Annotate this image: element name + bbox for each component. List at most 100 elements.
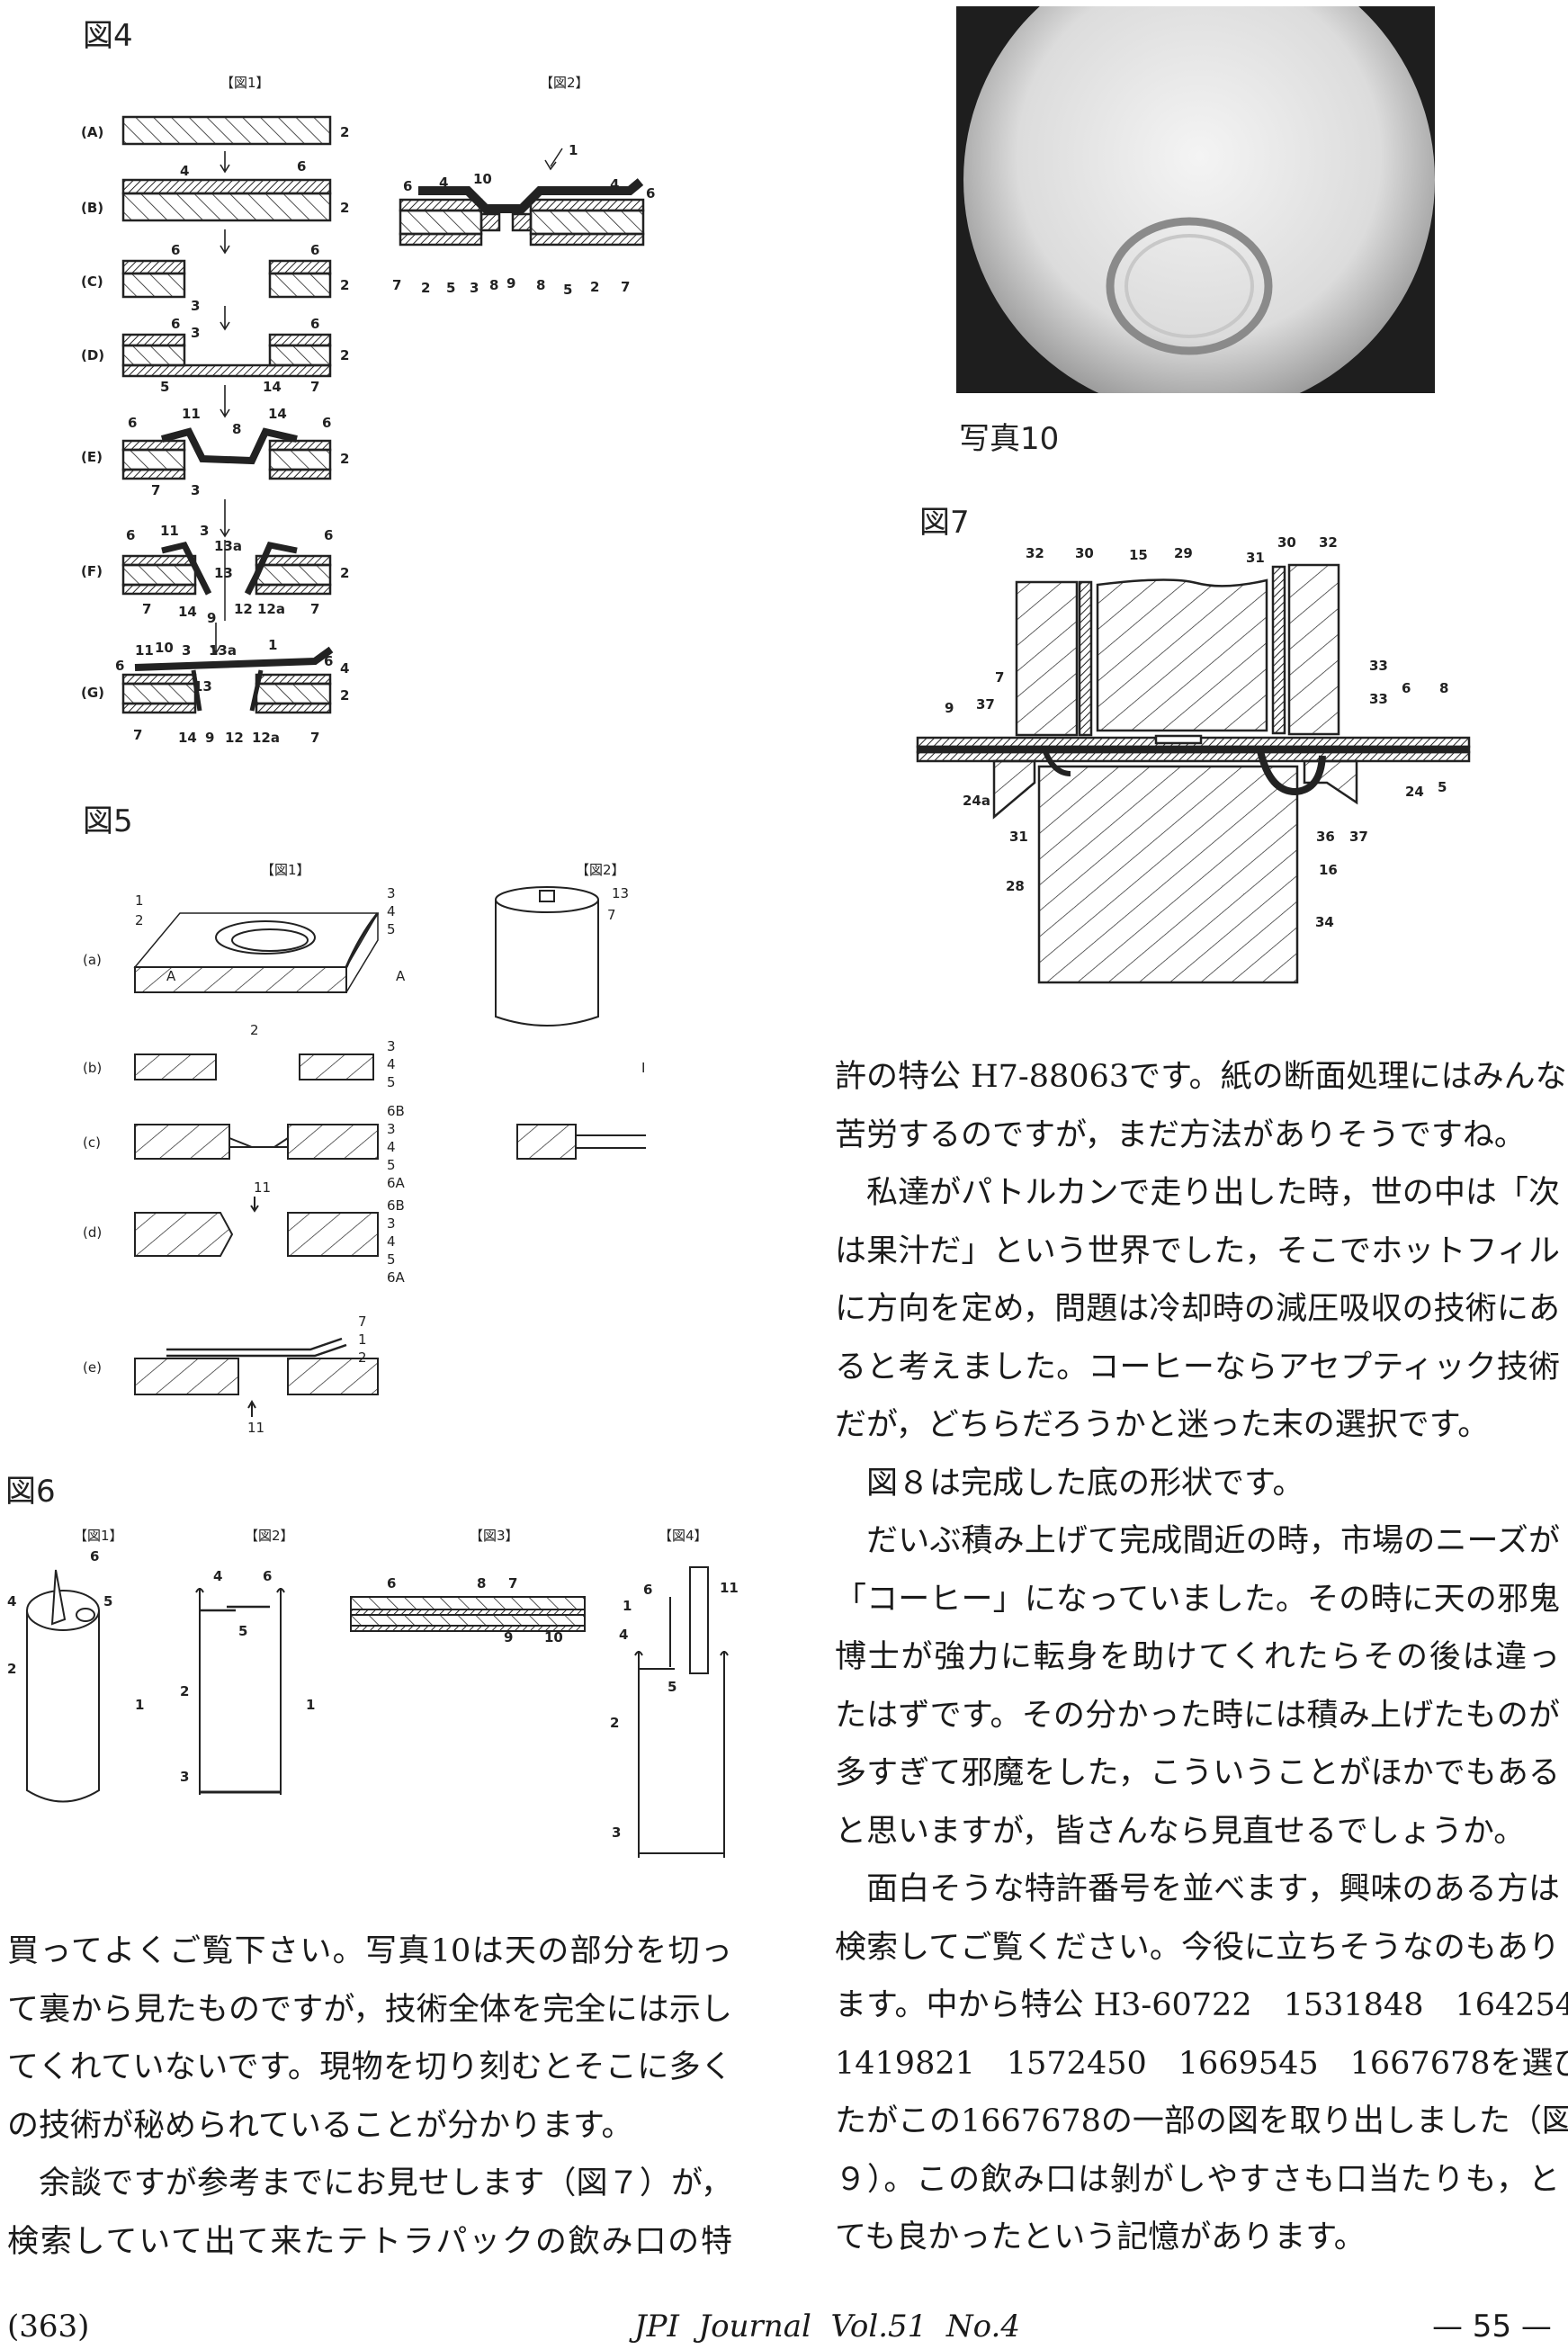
row-label: (a) xyxy=(83,952,102,968)
text-line: たはずです。その分かった時には積み上げたものが xyxy=(835,1697,1560,1734)
text-line: 検索してご覧ください。今役に立ちそうなのもあり xyxy=(835,1929,1560,1966)
part-number-label: 14 xyxy=(178,730,197,746)
part-number-label: 6 xyxy=(297,158,306,175)
part-number-label: 12a xyxy=(257,601,285,617)
text-line: 多すぎて邪魔をした，こういうことがほかでもある xyxy=(835,1755,1560,1791)
sub-figure-header: 【図2】 xyxy=(245,1528,294,1544)
part-number-label: 3 xyxy=(387,1215,396,1232)
part-number-label: 7 xyxy=(358,1313,367,1330)
part-number-label: 2 xyxy=(610,1715,619,1731)
part-number-label: 2 xyxy=(340,124,349,140)
sub-figure-header: 【図3】 xyxy=(470,1528,519,1544)
part-number-label: I xyxy=(641,1060,645,1076)
part-number-label: 2 xyxy=(340,565,349,581)
sub-figure-header: 【図1】 xyxy=(74,1528,123,1544)
part-number-label: 11 xyxy=(247,1420,264,1436)
part-number-label: 2 xyxy=(180,1683,189,1699)
part-number-label: 2 xyxy=(340,200,349,216)
part-number-label: 5 xyxy=(103,1593,112,1609)
row-label: (G) xyxy=(81,685,104,701)
part-number-label: 2 xyxy=(250,1022,259,1038)
part-number-label: 4 xyxy=(387,1139,396,1155)
part-number-label: 6 xyxy=(324,653,333,669)
part-number-label: 9 xyxy=(945,700,954,716)
text-line: と思いますが，皆さんなら見直せるでしょうか。 xyxy=(835,1813,1526,1850)
part-number-label: 5 xyxy=(387,1251,396,1268)
part-number-label: 5 xyxy=(387,1074,396,1090)
figure-7-drawing xyxy=(916,563,1471,984)
figure-5-sub2-header: 【図2】 xyxy=(576,862,625,878)
part-number-label: 4 xyxy=(387,1056,396,1072)
part-number-label: 10 xyxy=(473,171,492,187)
left-column-text: 買ってよくご覧下さい。写真10は天の部分を切っ て裏から見たものですが，技術全体… xyxy=(7,1923,732,2272)
part-number-label: 9 xyxy=(207,610,216,626)
footer-journal: JPI Journal Vol.51 No.4 xyxy=(634,2309,1020,2345)
part-number-label: 4 xyxy=(180,163,189,179)
text-line: ９）。この飲み口は剝がしやすさも口当たりも，と xyxy=(835,2161,1560,2198)
part-number-label: 16 xyxy=(1319,862,1338,878)
figure-6-drawing xyxy=(26,1566,729,1858)
figure-7-title: 図7 xyxy=(919,505,970,541)
part-number-label: 5 xyxy=(668,1679,676,1695)
part-number-label: 3 xyxy=(612,1825,621,1841)
part-number-label: 5 xyxy=(563,282,572,298)
part-number-label: 3 xyxy=(191,482,200,498)
text-line: 買ってよくご覧下さい。写真10は天の部分を切っ xyxy=(7,1933,732,1969)
figure-5-drawing: 【図1】 【図2】 xyxy=(133,862,646,1417)
part-number-label: 11 xyxy=(720,1580,739,1596)
part-number-label: 1 xyxy=(569,142,578,158)
part-number-label: 7 xyxy=(310,601,319,617)
part-number-label: 7 xyxy=(133,727,142,743)
part-number-label: 12 xyxy=(234,601,253,617)
part-number-label: A xyxy=(166,968,176,984)
part-number-label: 1 xyxy=(623,1598,632,1614)
part-number-label: 7 xyxy=(995,669,1004,686)
part-number-label: 3 xyxy=(387,1121,396,1137)
footer-page-ref: (363) xyxy=(7,2309,90,2345)
part-number-label: 1 xyxy=(135,1697,144,1713)
part-number-label: 8 xyxy=(1439,680,1448,696)
part-number-label: 8 xyxy=(232,421,241,437)
part-number-label: 5 xyxy=(387,921,396,937)
part-number-label: 13 xyxy=(214,565,233,581)
part-number-label: 4 xyxy=(7,1593,16,1609)
part-number-label: 5 xyxy=(387,1157,396,1173)
part-number-label: 11 xyxy=(160,523,179,539)
row-label: (A) xyxy=(81,124,103,140)
part-number-label: 12a xyxy=(252,730,280,746)
part-number-label: 13 xyxy=(193,678,212,695)
part-number-label: 1 xyxy=(268,637,277,653)
part-number-label: 5 xyxy=(160,379,169,395)
part-number-label: 1 xyxy=(358,1331,367,1348)
part-number-label: 6 xyxy=(126,527,135,543)
part-number-label: 6 xyxy=(1402,680,1411,696)
part-number-label: 2 xyxy=(358,1349,367,1366)
part-number-label: 3 xyxy=(387,1038,396,1054)
part-number-label: 4 xyxy=(387,1233,396,1250)
part-number-label: 2 xyxy=(340,451,349,467)
text-line: の技術が秘められていることが分かります。 xyxy=(7,2107,633,2144)
row-label: (C) xyxy=(81,273,103,290)
part-number-label: 3 xyxy=(191,325,200,341)
part-number-label: 4 xyxy=(213,1568,222,1584)
part-number-label: 4 xyxy=(387,903,396,919)
part-number-label: 14 xyxy=(263,379,282,395)
part-number-label: 32 xyxy=(1319,534,1338,551)
part-number-label: 2 xyxy=(421,280,430,296)
part-number-label: 24 xyxy=(1405,784,1424,800)
part-number-label: 7 xyxy=(151,482,160,498)
text-line: てくれていないです。現物を切り刻むとそこに多く xyxy=(7,2049,732,2085)
row-label: (D) xyxy=(81,347,104,363)
part-number-label: 6 xyxy=(310,242,319,258)
part-number-label: 24a xyxy=(963,793,990,809)
part-number-label: 8 xyxy=(477,1575,486,1591)
part-number-label: 6 xyxy=(171,242,180,258)
part-number-label: 11 xyxy=(254,1179,271,1196)
part-number-label: 6 xyxy=(324,527,333,543)
row-label: (F) xyxy=(81,563,103,579)
text-line: たがこの1667678の一部の図を取り出しました（図 xyxy=(835,2103,1568,2139)
part-number-label: 9 xyxy=(506,275,515,291)
part-number-label: 6 xyxy=(115,658,124,674)
part-number-label: 1 xyxy=(135,892,144,909)
part-number-label: 31 xyxy=(1246,550,1265,566)
